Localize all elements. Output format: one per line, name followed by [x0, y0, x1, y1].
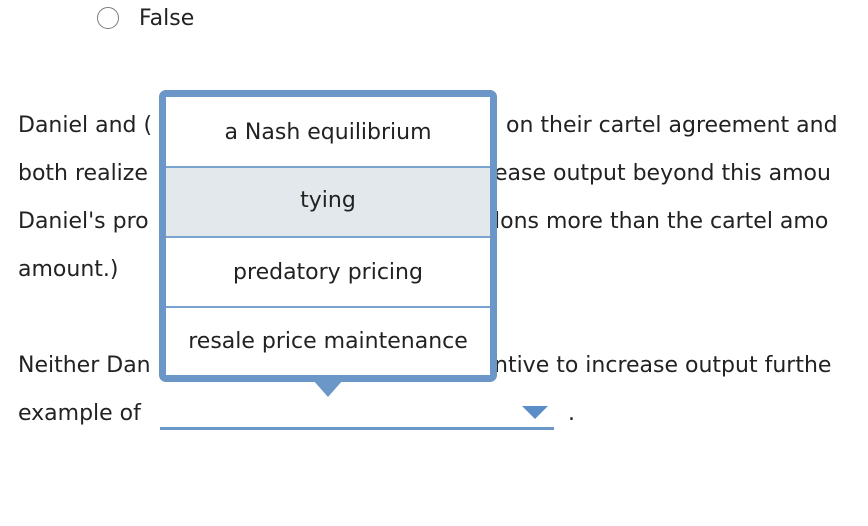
- chevron-down-icon[interactable]: [522, 406, 548, 419]
- paragraph1-line2-right: ease output beyond this amou: [494, 161, 831, 186]
- paragraph2-line2-prefix: example of: [18, 401, 141, 426]
- paragraph1-line2-left: both realize: [18, 161, 148, 186]
- radio-option-false[interactable]: False: [97, 4, 194, 32]
- paragraph1-line3-right: lons more than the cartel amo: [494, 209, 829, 234]
- paragraph1-line3-left: Daniel's pro: [18, 209, 149, 234]
- dropdown-options-popup: a Nash equilibrium tying predatory prici…: [159, 90, 497, 382]
- paragraph2-line1-left: Neither Dan: [18, 353, 151, 378]
- radio-button[interactable]: [97, 7, 119, 29]
- option-divider: [166, 166, 490, 168]
- popup-pointer: [313, 380, 343, 397]
- paragraph2-line1-right: ntive to increase output furthe: [494, 353, 832, 378]
- dropdown-option-nash-equilibrium[interactable]: a Nash equilibrium: [166, 97, 490, 167]
- dropdown-option-resale-price-maintenance[interactable]: resale price maintenance: [166, 308, 490, 375]
- sentence-period: .: [568, 401, 575, 426]
- dropdown-option-tying[interactable]: tying: [166, 168, 490, 236]
- paragraph1-line4: amount.): [18, 257, 119, 282]
- radio-label: False: [139, 5, 195, 31]
- option-divider: [166, 306, 490, 308]
- paragraph1-line1-left: Daniel and (: [18, 113, 153, 138]
- answer-dropdown[interactable]: [160, 398, 554, 430]
- option-divider: [166, 236, 490, 238]
- paragraph1-line1-right: on their cartel agreement and: [506, 113, 838, 138]
- dropdown-option-predatory-pricing[interactable]: predatory pricing: [166, 238, 490, 306]
